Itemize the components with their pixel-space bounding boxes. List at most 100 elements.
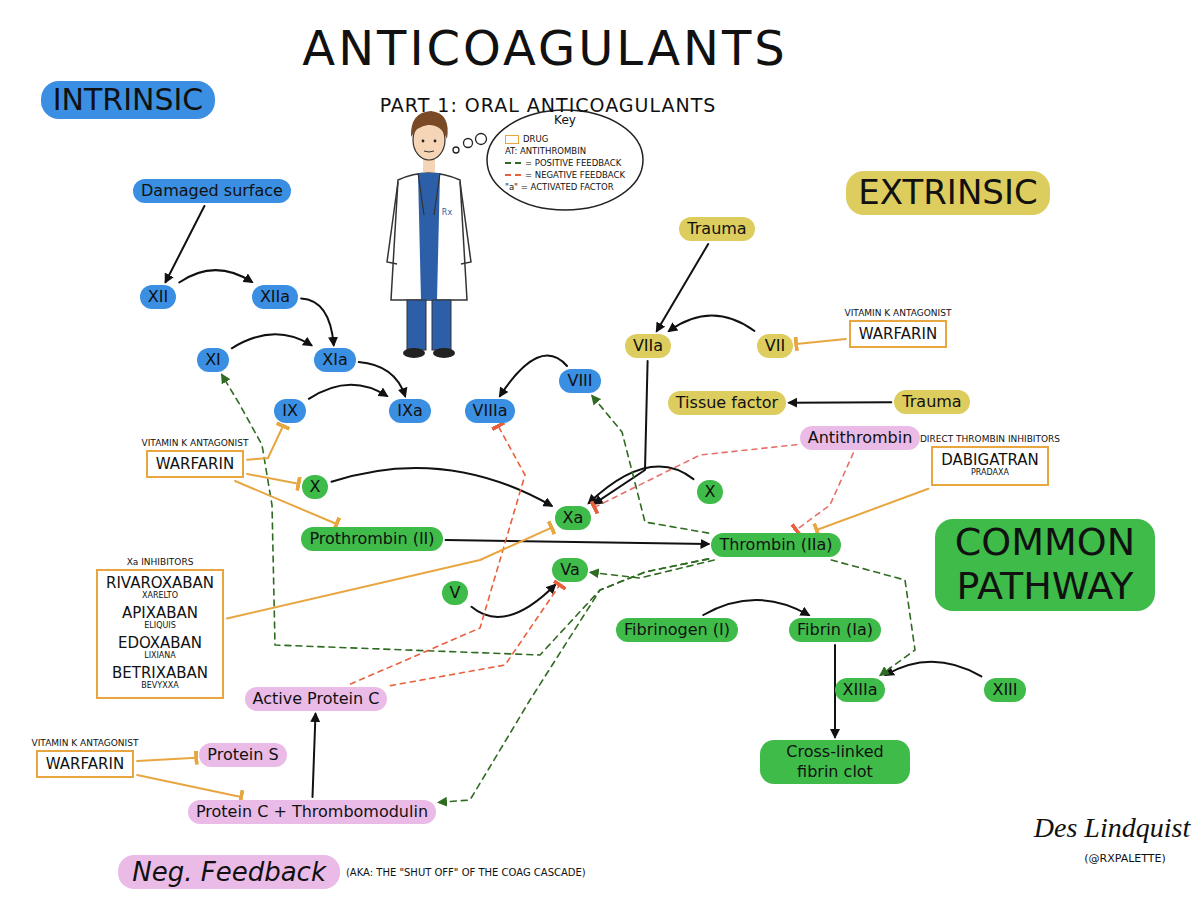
coat-sleeves bbox=[387, 182, 471, 264]
activation-arrow bbox=[594, 361, 647, 504]
factor-pill: Fibrin (Ia) bbox=[789, 618, 881, 642]
node-text: Active Protein C bbox=[253, 689, 380, 709]
legend: DRUGAT: ANTITHROMBIN= POSITIVE FEEDBACK=… bbox=[505, 133, 625, 193]
factor-pill: VII bbox=[757, 334, 793, 358]
node-text: XIII bbox=[992, 680, 1017, 700]
drug-inhibition-line bbox=[247, 474, 298, 484]
legend-row: DRUG bbox=[505, 133, 625, 145]
pathway-header: EXTRINSIC bbox=[846, 171, 1049, 214]
node-text: X bbox=[705, 482, 716, 502]
node-text: Va bbox=[560, 560, 580, 580]
coat-logo: Rx bbox=[442, 208, 452, 217]
title: ANTICOAGULANTS bbox=[302, 20, 787, 76]
legend-row: "a" = ACTIVATED FACTOR bbox=[505, 181, 625, 193]
regulator-pill: Protein S bbox=[199, 743, 286, 767]
node-text: INTRINSIC bbox=[53, 83, 204, 118]
factor-pill: VIII bbox=[559, 369, 600, 393]
factor-pill: Cross-linked fibrin clot bbox=[760, 740, 910, 784]
factor-pill: XI bbox=[197, 348, 229, 372]
node-text: IXa bbox=[397, 401, 422, 421]
node-text: Tissue factor bbox=[676, 393, 778, 413]
activation-arrow bbox=[232, 334, 311, 348]
factor-pill: Xa bbox=[555, 506, 592, 530]
factor-pill: V bbox=[442, 581, 469, 605]
legend-row: = NEGATIVE FEEDBACK bbox=[505, 169, 625, 181]
legend-text: AT: ANTITHROMBIN bbox=[505, 145, 586, 157]
node-text: XI bbox=[205, 350, 221, 370]
drug-class-label: VITAMIN K ANTAGONIST bbox=[845, 308, 952, 318]
activation-arrow bbox=[703, 600, 808, 615]
eye bbox=[422, 140, 425, 143]
node-text: Protein S bbox=[207, 745, 278, 765]
drug-name: EDOXABAN bbox=[106, 634, 214, 652]
positive-feedback-line bbox=[222, 375, 709, 655]
activation-arrow bbox=[472, 585, 556, 617]
thought-bubble bbox=[453, 147, 459, 153]
drug-class-label: DIRECT THROMBIN INHIBITORS bbox=[920, 434, 1060, 444]
activation-arrow bbox=[313, 714, 316, 797]
factor-pill: XIa bbox=[314, 348, 355, 372]
node-text: X bbox=[310, 477, 321, 497]
drug-inhibition-line bbox=[796, 339, 846, 344]
brand-name: BEVYXXA bbox=[106, 682, 214, 691]
factor-pill: IXa bbox=[389, 399, 430, 423]
activation-arrow bbox=[309, 385, 387, 399]
factor-pill: Tissue factor bbox=[668, 391, 786, 415]
factor-pill: XIIa bbox=[252, 285, 298, 309]
mouth bbox=[424, 151, 434, 152]
activation-arrow bbox=[301, 298, 334, 345]
legend-text: = POSITIVE FEEDBACK bbox=[525, 157, 621, 169]
drug-inhibition-line bbox=[137, 758, 196, 761]
drug-box: VITAMIN K ANTAGONISTWARFARIN bbox=[32, 738, 139, 778]
feedback-title: Neg. Feedback bbox=[118, 855, 340, 889]
feedback-header: Neg. Feedback(AKA: THE "SHUT OFF" OF THE… bbox=[118, 855, 586, 889]
shoe bbox=[433, 348, 455, 358]
factor-pill: Prothrombin (II) bbox=[301, 527, 442, 551]
activation-arrow bbox=[669, 316, 755, 332]
positive-feedback-line bbox=[592, 396, 708, 533]
legend-row: AT: ANTITHROMBIN bbox=[505, 145, 625, 157]
node-text: Fibrin (Ia) bbox=[797, 620, 873, 640]
negative-feedback-line bbox=[351, 426, 525, 684]
drug-name: RIVAROXABAN bbox=[106, 574, 214, 592]
node-text: Protein C + Thrombomodulin bbox=[196, 802, 428, 822]
factor-pill: Thrombin (IIa) bbox=[711, 533, 840, 557]
legend-sample bbox=[505, 135, 519, 144]
drug-inhibition-line bbox=[137, 775, 241, 797]
drug-name: WARFARIN bbox=[156, 455, 234, 473]
drug-box: Xa INHIBITORSRIVAROXABANXARELTOAPIXABANE… bbox=[96, 557, 224, 698]
node-text: COMMON PATHWAY bbox=[947, 521, 1143, 608]
lab-coat bbox=[391, 173, 467, 300]
factor-pill: Fibrinogen (I) bbox=[616, 618, 738, 642]
drug-box: DIRECT THROMBIN INHIBITORS DABIGATRANPRAD… bbox=[920, 434, 1060, 486]
activation-arrow bbox=[657, 244, 708, 331]
activation-arrow bbox=[359, 362, 405, 396]
brand-name: XARELTO bbox=[106, 592, 214, 601]
factor-pill: X bbox=[302, 475, 329, 499]
node-text: VIIa bbox=[633, 336, 663, 356]
node-text: VIIIa bbox=[473, 401, 508, 421]
coat-lapels bbox=[418, 173, 440, 215]
key-outline bbox=[487, 110, 643, 210]
key-heading: Key bbox=[554, 113, 576, 127]
node-text: EXTRINSIC bbox=[858, 173, 1037, 212]
drug-inhibition-line bbox=[227, 528, 552, 619]
negative-feedback-line bbox=[391, 585, 560, 686]
node-text: XII bbox=[148, 287, 168, 307]
node-text: Trauma bbox=[902, 392, 961, 412]
drug-name: BETRIXABAN bbox=[106, 664, 214, 682]
pathway-header: COMMON PATHWAY bbox=[935, 519, 1155, 610]
node-text: VIII bbox=[567, 371, 592, 391]
author-handle: (@RXPALETTE) bbox=[1084, 852, 1166, 865]
node-text: Prothrombin (II) bbox=[309, 529, 434, 549]
pathway-header: INTRINSIC bbox=[41, 81, 216, 120]
drug-outline: DABIGATRANPRADAXA bbox=[931, 446, 1048, 486]
node-text: IX bbox=[282, 401, 298, 421]
factor-pill: XIIIa bbox=[835, 678, 886, 702]
legend-sample bbox=[505, 174, 521, 176]
drug-name: WARFARIN bbox=[46, 755, 124, 773]
factor-pill: XII bbox=[140, 285, 176, 309]
drug-inhibition-line bbox=[817, 489, 929, 530]
factor-pill: Damaged surface bbox=[133, 179, 291, 203]
activation-arrow bbox=[332, 468, 552, 506]
